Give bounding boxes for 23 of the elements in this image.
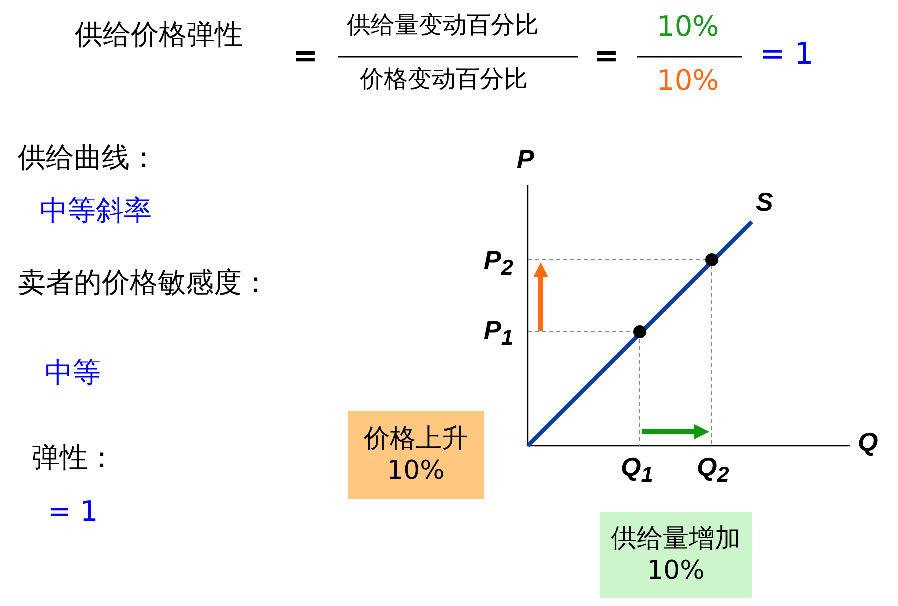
value-text: 中等	[45, 358, 101, 389]
tick-label: Q$_{2}$	[697, 453, 730, 488]
value-text: 中等斜率	[40, 196, 152, 227]
numerator-value: 10%	[657, 12, 720, 43]
equals-sign: =	[293, 40, 318, 73]
axis-label: P	[517, 145, 534, 174]
numerator-text: 供给量变动百分比	[347, 12, 539, 38]
curve-label: S	[756, 188, 774, 217]
heading-text: 弹性：	[32, 443, 116, 474]
tick-label: P$_{2}$	[484, 246, 514, 280]
formula-text: 供给价格弹性	[75, 20, 243, 51]
denominator-text: 价格变动百分比	[360, 66, 528, 92]
callout-box: 供给量增加10%	[600, 512, 752, 598]
tick-label: P$_{1}$	[484, 316, 514, 350]
heading-text: 供给曲线：	[18, 143, 158, 174]
equals-sign: =	[594, 40, 620, 73]
axis-label: Q	[858, 428, 878, 457]
tick-label: Q$_{1}$	[621, 453, 654, 488]
heading-text: 卖者的价格敏感度：	[18, 268, 270, 299]
callout-box: 价格上升10%	[348, 411, 484, 499]
denominator-value: 10%	[657, 66, 720, 97]
result-value: = 1	[760, 38, 814, 71]
value-text: = 1	[48, 497, 98, 528]
